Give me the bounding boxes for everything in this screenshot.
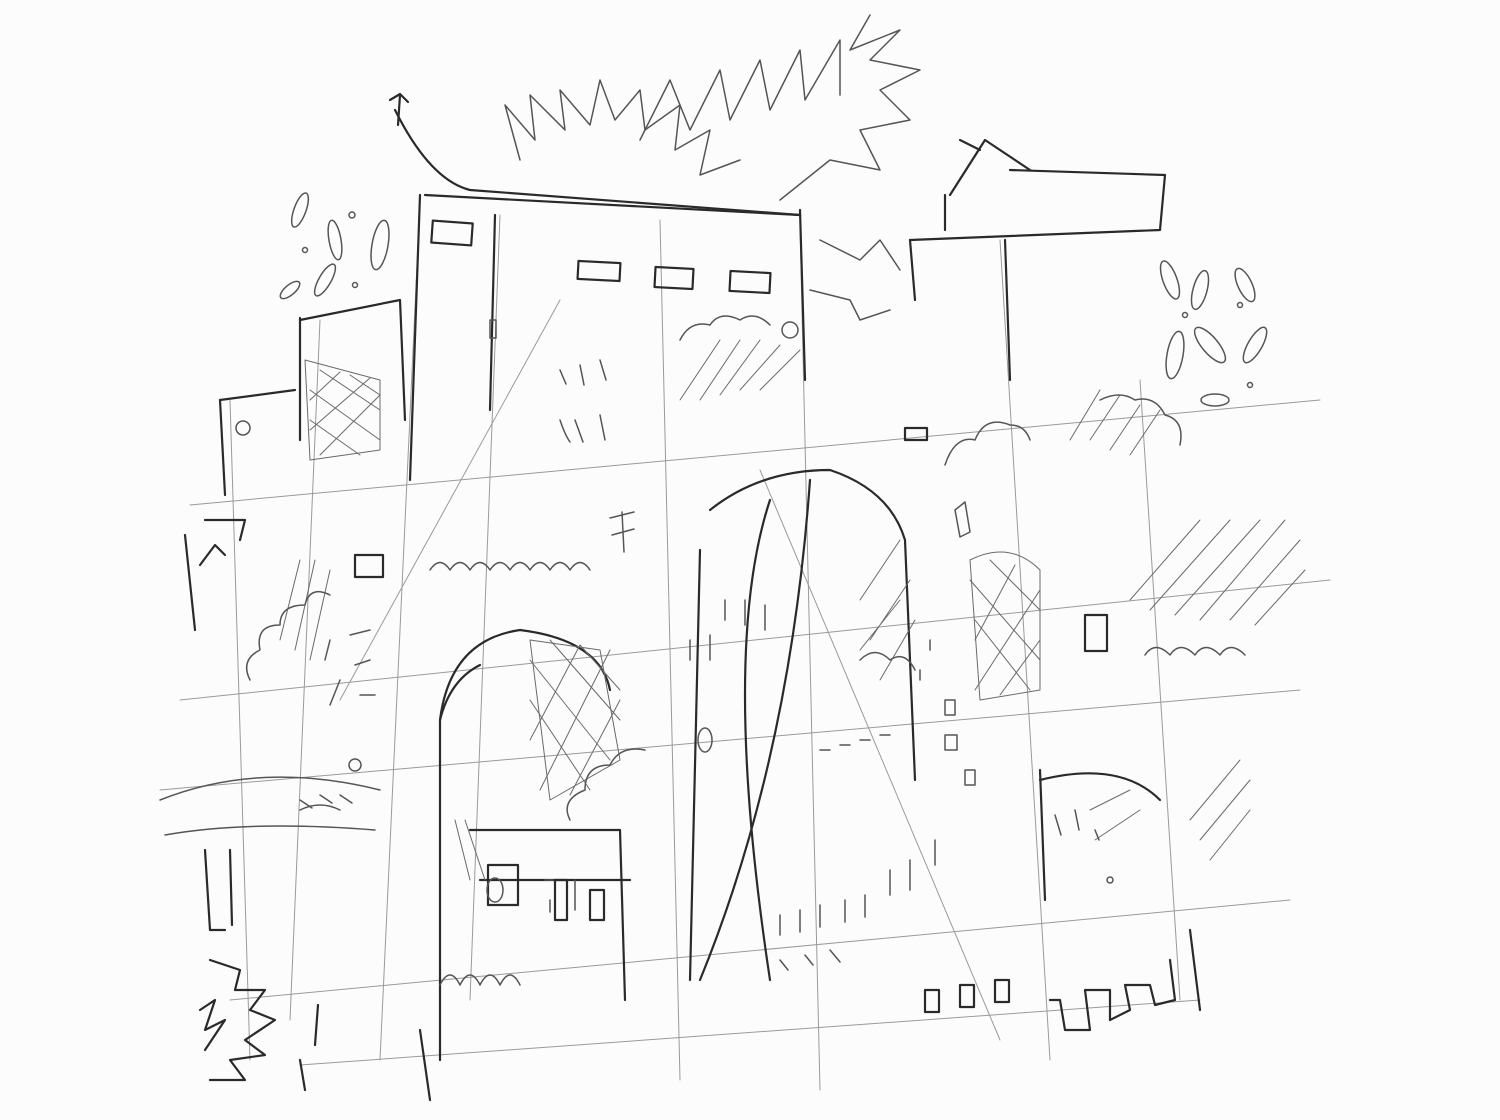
left-leaf-cluster [279,192,390,300]
right-leaf-cluster [1159,260,1268,407]
palm-fronds [504,14,921,321]
diagonal-hatching [279,339,1306,881]
crosshatch-panels [304,359,1041,801]
structure-lines [183,92,1202,1102]
construction-lines [159,199,1331,1091]
glyph-marks [235,319,1114,971]
shrub-outlines [245,315,1246,986]
zigzag-lower-left [198,958,277,1082]
left-bridge [159,776,381,836]
